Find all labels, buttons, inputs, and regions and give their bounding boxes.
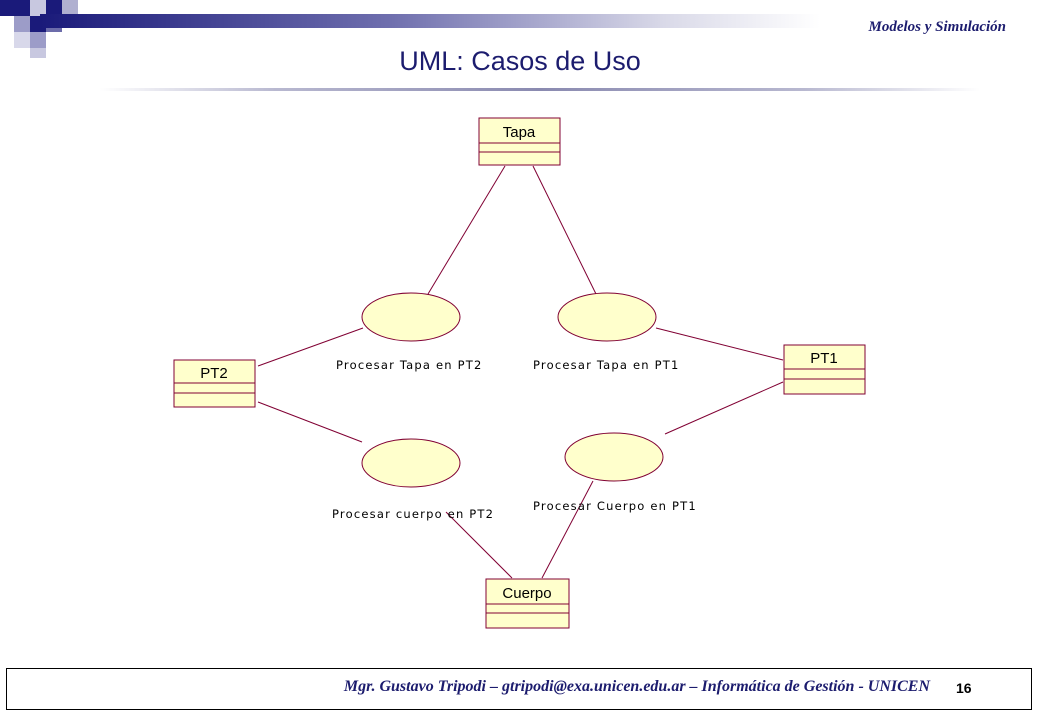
association-uc4-cuerpo [541, 480, 594, 579]
page-number: 16 [956, 680, 972, 696]
class-box-pt2: PT2 [173, 359, 256, 408]
association-pt2-uc1 [257, 327, 364, 367]
use-case-uc1 [361, 292, 461, 342]
use-case-label-uc4: Procesar Cuerpo en PT1 [533, 499, 697, 513]
use-case-label-uc3: Procesar cuerpo en PT2 [332, 507, 494, 521]
header-divider [100, 88, 980, 91]
page-title: UML: Casos de Uso [399, 46, 641, 76]
association-lines [257, 165, 784, 579]
course-label: Modelos y Simulación [868, 19, 1006, 35]
association-tapa-uc2 [532, 165, 597, 295]
class-box-tapa: Tapa [478, 117, 561, 166]
class-name-tapa: Tapa [503, 124, 536, 141]
class-name-cuerpo: Cuerpo [502, 585, 551, 602]
association-pt1-uc4 [664, 381, 784, 435]
use-case-uc4 [564, 432, 664, 482]
header-bar [40, 14, 820, 28]
class-box-cuerpo: Cuerpo [485, 578, 570, 629]
use-case-uc3 [361, 438, 461, 488]
use-case-uc2 [557, 292, 657, 342]
footer-box [6, 668, 1032, 710]
use-case-label-uc1: Procesar Tapa en PT2 [336, 358, 483, 372]
association-pt1-uc2 [655, 327, 784, 361]
class-name-pt1: PT1 [810, 350, 838, 367]
class-box-pt1: PT1 [783, 344, 866, 395]
association-tapa-uc1 [427, 165, 506, 295]
footer-text: Mgr. Gustavo Tripodi – gtripodi@exa.unic… [343, 678, 930, 695]
class-name-pt2: PT2 [200, 365, 228, 382]
association-uc3-cuerpo [445, 511, 513, 579]
use-case-label-uc2: Procesar Tapa en PT1 [533, 358, 680, 372]
association-pt2-uc3 [257, 401, 363, 443]
